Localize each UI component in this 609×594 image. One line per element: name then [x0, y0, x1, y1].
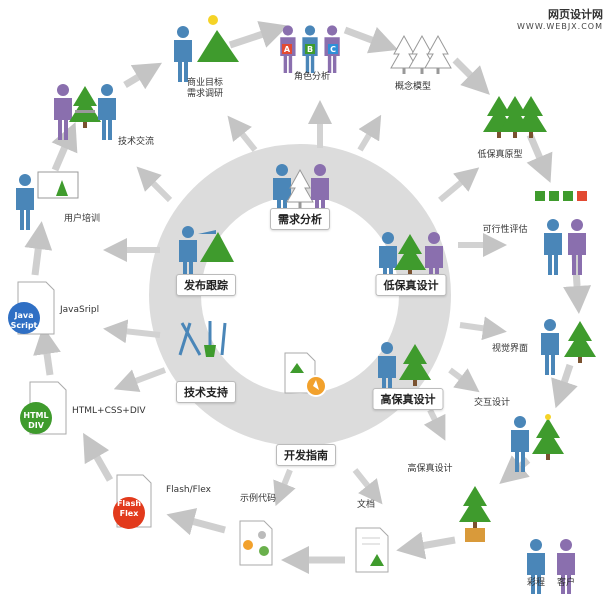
hub-requirements-analysis: 需求分析 [270, 208, 330, 230]
html-badge-top: HTML [23, 411, 49, 420]
watermark-url: WWW.WEBJX.COM [517, 22, 603, 31]
label-feasibility: 可行性评估 [482, 225, 528, 235]
label-user-training: 用户培训 [64, 214, 101, 224]
high-fi-tree-icon [459, 486, 491, 542]
html-icon [20, 381, 67, 435]
label-sample-code: 示例代码 [239, 494, 277, 504]
hub-high-fidelity-design: 高保真设计 [372, 388, 444, 410]
flash-flex-icon [113, 474, 152, 529]
label-low-fi-prototype: 低保真原型 [477, 150, 523, 160]
user-training-icon [16, 171, 79, 230]
badge-c: C [330, 45, 336, 54]
legend-engineer: 彩程 [526, 578, 546, 588]
hub-release-icon [179, 226, 234, 282]
hub-spokes [103, 100, 507, 507]
js-badge-bottom: Script [10, 321, 38, 330]
hub-dev-guide-icon [284, 352, 327, 397]
persona-icon [280, 25, 340, 73]
documents-icon [355, 527, 389, 573]
hub-release-tracking: 发布跟踪 [176, 274, 236, 296]
hub-tech-support-icon [178, 321, 227, 357]
low-fi-prototype-icon [483, 96, 547, 138]
label-interaction-design: 交互设计 [473, 398, 511, 408]
label-business-goals: 商业目标 [186, 78, 224, 88]
badge-b: B [306, 45, 314, 54]
hub-low-fidelity-design: 低保真设计 [375, 274, 447, 296]
watermark-title: 网页设计网 [548, 8, 603, 21]
feasibility-icon [535, 191, 587, 275]
label-flash-flex: Flash/Flex [166, 485, 211, 495]
hub-dev-guide: 开发指南 [276, 444, 336, 466]
hub-tech-support: 技术支持 [176, 381, 236, 403]
html-badge-bottom: DIV [28, 421, 44, 430]
business-goals-icon [174, 15, 239, 82]
label-requirements-research: 需求调研 [186, 89, 224, 99]
label-tech-exchange: 技术交流 [118, 137, 155, 147]
label-concept-model: 概念模型 [394, 82, 432, 92]
js-badge-top: Java [14, 311, 34, 320]
label-high-fi-design: 高保真设计 [407, 464, 453, 474]
label-javascript: JavaSripl [60, 305, 100, 315]
badge-a: A [283, 45, 291, 54]
javascript-icon [8, 281, 55, 335]
label-visual-interface: 视觉界面 [491, 344, 529, 354]
tech-exchange-icon [54, 84, 116, 140]
label-html-css-div: HTML+CSS+DIV [72, 406, 146, 416]
legend-customer: 客户 [556, 578, 576, 588]
label-persona-analysis: 角色分析 [293, 72, 331, 82]
flash-badge-top: Flash [116, 499, 142, 508]
concept-model-icon [390, 35, 452, 75]
sample-code-icon [239, 520, 273, 566]
interaction-icon [511, 414, 564, 472]
watermark: 网页设计网 WWW.WEBJX.COM [517, 6, 603, 31]
label-documents: 文档 [356, 500, 376, 510]
flash-badge-bottom: Flex [119, 509, 139, 518]
